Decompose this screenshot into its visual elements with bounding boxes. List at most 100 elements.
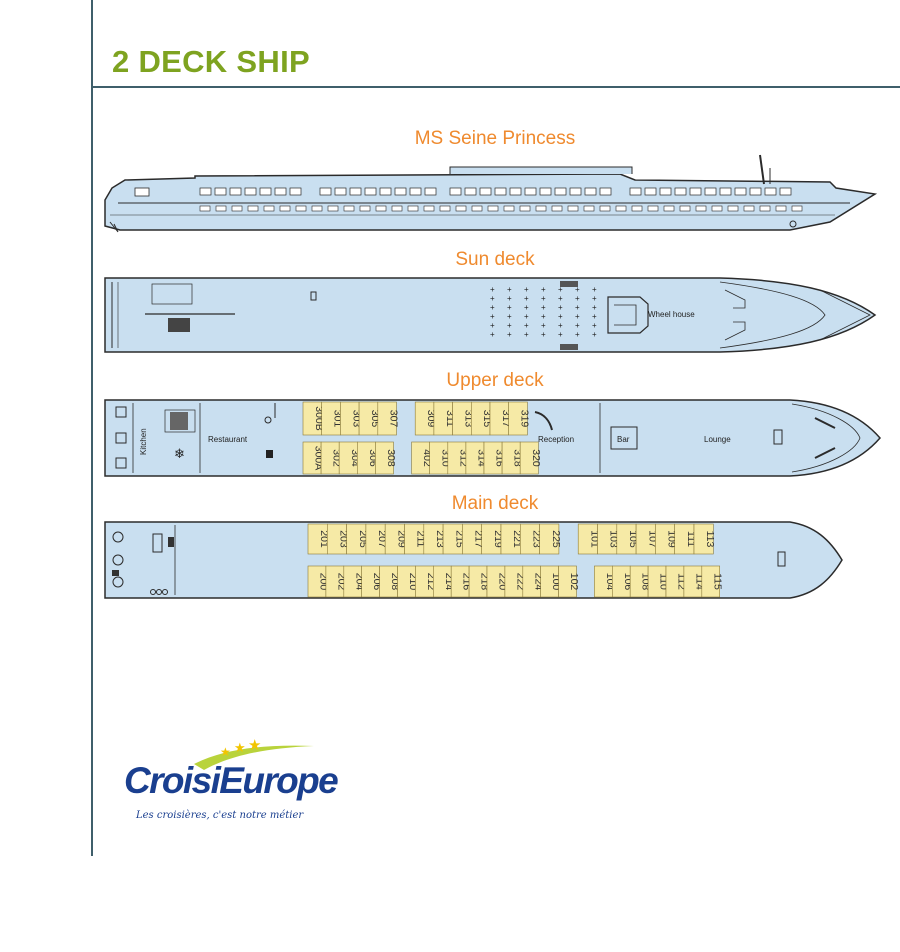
porthole [503, 205, 515, 212]
crew-locker [152, 533, 163, 553]
staircase-icon [534, 411, 553, 431]
deck-chair-icon: + [524, 294, 529, 303]
deck-chair-icon: + [558, 303, 563, 312]
deck-chair-icon: + [507, 303, 512, 312]
cabin-window [674, 187, 687, 196]
cabin-window [509, 187, 522, 196]
cabin-window [764, 187, 777, 196]
deck-chair-icon: + [541, 312, 546, 321]
star-icon: ★ [248, 737, 261, 754]
porthole [727, 205, 739, 212]
porthole [599, 205, 611, 212]
ship-name: MS Seine Princess [414, 128, 576, 149]
porthole [567, 205, 579, 212]
cabin-window [734, 187, 747, 196]
galley-stove [170, 412, 188, 430]
cabin-window [349, 187, 362, 196]
engine-icon-1 [112, 531, 124, 543]
cabin-number: 225 [550, 530, 562, 548]
porthole [487, 205, 499, 212]
deck-chair-icon: + [592, 312, 597, 321]
cabin-window [599, 187, 612, 196]
page-title: 2 DECK SHIP [112, 44, 310, 79]
deck-chair-icon: + [575, 330, 580, 339]
cabin [377, 401, 397, 436]
upper-windows [199, 187, 792, 196]
cabin-number: 308 [385, 449, 397, 467]
kitchen-label: Kitchen [139, 428, 148, 455]
deck-chairs-grid: ++++++++++++++++++++++++++++++++++++++++… [490, 285, 597, 339]
cabin-window [494, 187, 507, 196]
deck-chair-icon: + [490, 321, 495, 330]
cabin-number: 102 [568, 573, 580, 591]
cabin-number: 320 [530, 449, 542, 467]
porthole [631, 205, 643, 212]
porthole [423, 205, 435, 212]
deck-chair-icon: + [541, 321, 546, 330]
lower-portholes [199, 205, 803, 212]
wheel-house-outline [607, 296, 649, 334]
cabin-window [704, 187, 717, 196]
cabin-window [749, 187, 762, 196]
valve-icon-1 [150, 589, 156, 595]
deck-chair-icon: + [541, 294, 546, 303]
sun-deck-outline [104, 277, 877, 353]
cabin-window [659, 187, 672, 196]
deck-chair-icon: + [558, 312, 563, 321]
locker-2 [115, 432, 127, 444]
logo-tagline: Les croisières, c'est notre métier [136, 810, 304, 821]
cabin-window [199, 187, 212, 196]
deck-chair-icon: + [592, 285, 597, 294]
cabin-window [479, 187, 492, 196]
cabin-window [629, 187, 642, 196]
deck-chair-icon: + [558, 294, 563, 303]
deck-chair-icon: + [507, 312, 512, 321]
porthole [471, 205, 483, 212]
stairs-top [560, 281, 578, 287]
engine-icon-3 [112, 576, 124, 588]
porthole [743, 205, 755, 212]
deck-chair-icon: + [507, 285, 512, 294]
stairs-bottom [560, 344, 578, 350]
porthole [695, 205, 707, 212]
cabin-window [554, 187, 567, 196]
deck-chair-icon: + [524, 312, 529, 321]
ship-profile [104, 154, 878, 233]
bar-counter [610, 426, 638, 450]
porthole [455, 205, 467, 212]
rudder [109, 221, 119, 233]
lounge-label: Lounge [704, 435, 731, 444]
deck-chair-icon: + [507, 294, 512, 303]
stairwell [151, 283, 193, 305]
cabin [701, 565, 720, 598]
logo-swoosh [194, 745, 314, 770]
cabin-window [409, 187, 422, 196]
deck-chair-icon: + [575, 312, 580, 321]
snowflake-icon: ❄ [174, 446, 185, 461]
cabin-window [689, 187, 702, 196]
porthole [311, 205, 323, 212]
valve-icon-3 [162, 589, 168, 595]
deck-chair-icon: + [558, 330, 563, 339]
porthole [391, 205, 403, 212]
deck-chair-icon: + [541, 303, 546, 312]
deck-chair-icon: + [592, 330, 597, 339]
deck-chair-icon: + [592, 303, 597, 312]
porthole [279, 205, 291, 212]
deck-chair-icon: + [490, 294, 495, 303]
porthole [439, 205, 451, 212]
deck-chair-icon: + [507, 321, 512, 330]
porthole [359, 205, 371, 212]
wheel-house-label: Wheel house [648, 310, 695, 319]
deck-chair-icon: + [592, 321, 597, 330]
cabin [508, 401, 528, 436]
porthole [231, 205, 243, 212]
cabin-window [364, 187, 377, 196]
cabin-window [244, 187, 257, 196]
deck-chair-icon: + [592, 294, 597, 303]
cabin [558, 565, 577, 598]
deck-chair-icon: + [575, 303, 580, 312]
porthole [775, 205, 787, 212]
bridge-window [134, 187, 150, 197]
